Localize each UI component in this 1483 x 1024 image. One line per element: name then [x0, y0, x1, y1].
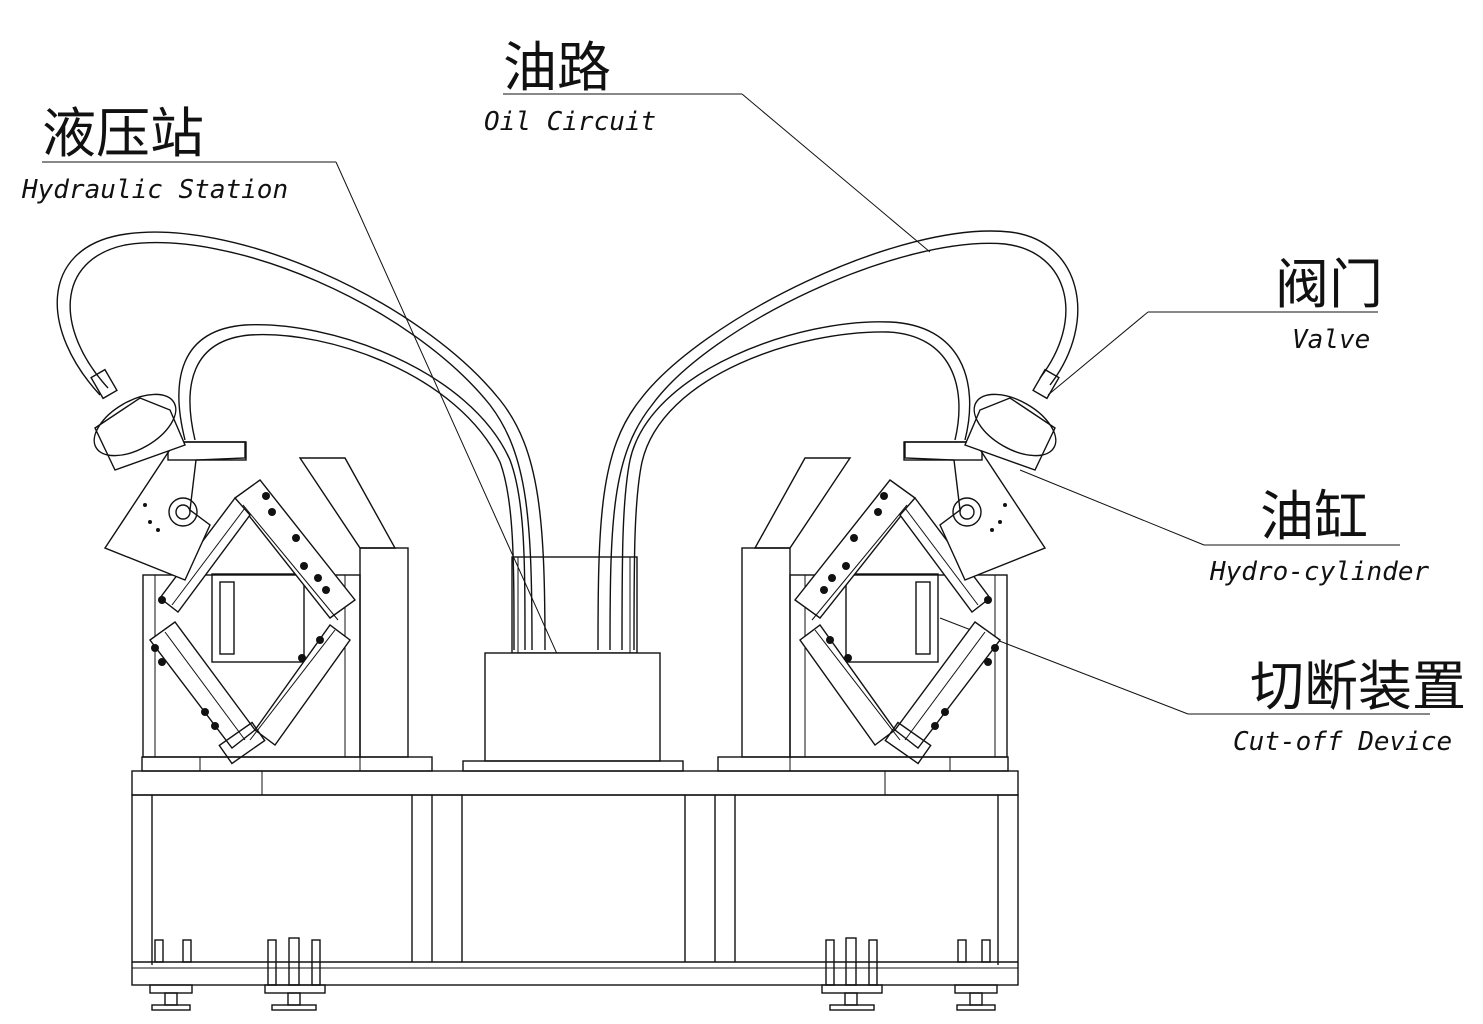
label-valve-cn: 阀门 [1275, 253, 1383, 316]
leveling-foot-3 [821, 937, 883, 1011]
label-hydraulic-station-en: Hydraulic Station [21, 175, 288, 205]
leveling-foot-2 [264, 937, 326, 1011]
leveling-foot-1 [149, 939, 193, 1011]
base-frame [131, 770, 1019, 1011]
label-cutoff-device-en: Cut-off Device [1233, 727, 1452, 757]
label-oil-circuit-cn: 油路 [503, 36, 611, 99]
oil-circuit-hoses [56, 230, 1079, 651]
label-oil-circuit: 油路 Oil Circuit [484, 36, 931, 253]
label-hydro-cylinder-cn: 油缸 [1260, 485, 1368, 548]
cutoff-device-left [90, 368, 433, 772]
label-cutoff-device-cn: 切断装置 [1250, 655, 1466, 718]
label-hydraulic-station-cn: 液压站 [42, 102, 204, 165]
label-hydro-cylinder-en: Hydro-cylinder [1209, 557, 1429, 587]
label-cutoff-device: 切断装置 Cut-off Device [939, 617, 1466, 757]
label-valve-en: Valve [1292, 325, 1370, 355]
leveling-foot-4 [954, 939, 998, 1011]
label-hydraulic-station: 液压站 Hydraulic Station [21, 102, 581, 706]
cutoff-device-right [717, 368, 1060, 772]
hydraulic-station [462, 556, 684, 772]
label-hydro-cylinder: 油缸 Hydro-cylinder [1019, 469, 1429, 587]
label-oil-circuit-en: Oil Circuit [484, 107, 656, 137]
label-valve: 阀门 Valve [1047, 253, 1383, 396]
